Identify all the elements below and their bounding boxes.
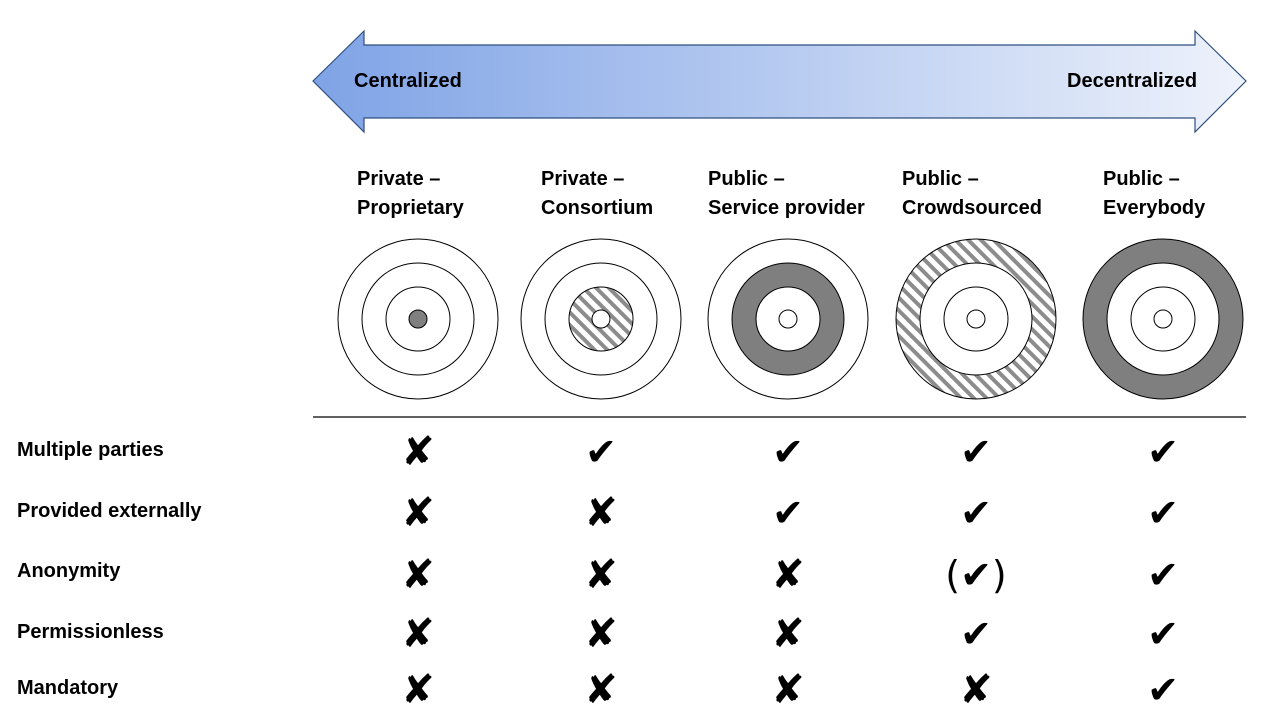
column-header-public-crowdsourced: Public – Crowdsourced — [902, 165, 1042, 223]
centralization-arrow — [312, 29, 1247, 134]
column-header-private-consortium: Private – Consortium — [541, 165, 653, 223]
target-ring-4 — [408, 309, 428, 329]
cross-mark-icon: ✘ — [584, 552, 618, 598]
check-mark-icon: ✔ — [1147, 668, 1179, 712]
column-header-line2: Crowdsourced — [902, 197, 1043, 219]
cross-mark-icon: ✘ — [401, 611, 435, 657]
check-mark-icon: ✔ — [585, 430, 617, 474]
check-mark-icon: ✔ — [1147, 430, 1179, 474]
check-mark-icon: (✔) — [945, 553, 1007, 597]
target-diagram-3 — [707, 238, 869, 400]
cross-mark-icon: ✘ — [584, 611, 618, 657]
arrow-label-decentralized: Decentralized — [1067, 70, 1198, 92]
column-header-line2: Proprietary — [357, 197, 464, 219]
target-diagram-1 — [337, 238, 499, 400]
column-header-line1: Private – — [541, 168, 625, 190]
cross-mark-icon: ✘ — [401, 490, 435, 536]
column-header-line1: Private – — [357, 168, 441, 190]
check-mark-icon: ✔ — [960, 612, 992, 656]
cross-mark-icon: ✘ — [771, 667, 805, 713]
column-header-line2: Service provider — [708, 197, 865, 219]
row-label-mandatory: Mandatory — [17, 677, 119, 699]
column-header-public-service-provider: Public – Service provider — [708, 165, 865, 223]
check-mark-icon: ✔ — [960, 430, 992, 474]
target-ring-4 — [1153, 309, 1173, 329]
check-mark-icon: ✔ — [1147, 491, 1179, 535]
row-label-permissionless: Permissionless — [17, 621, 164, 643]
column-header-public-everybody: Public – Everybody — [1103, 165, 1205, 223]
target-diagram-2 — [520, 238, 682, 400]
cross-mark-icon: ✘ — [584, 667, 618, 713]
cross-mark-icon: ✘ — [401, 552, 435, 598]
row-label-anonymity: Anonymity — [17, 560, 121, 582]
check-mark-icon: ✔ — [960, 491, 992, 535]
column-header-private-proprietary: Private – Proprietary — [357, 165, 464, 223]
cross-mark-icon: ✘ — [771, 552, 805, 598]
row-label-provided-externally: Provided externally — [17, 500, 202, 522]
check-mark-icon: ✔ — [1147, 612, 1179, 656]
cross-mark-icon: ✘ — [771, 611, 805, 657]
target-diagram-4 — [895, 238, 1057, 400]
check-mark-icon: ✔ — [1147, 553, 1179, 597]
arrow-label-centralized: Centralized — [354, 70, 462, 92]
column-header-line2: Consortium — [541, 197, 654, 219]
cross-mark-icon: ✘ — [959, 667, 993, 713]
target-diagram-5 — [1082, 238, 1244, 400]
target-ring-4 — [778, 309, 798, 329]
column-header-line2: Everybody — [1103, 197, 1206, 219]
cross-mark-icon: ✘ — [584, 490, 618, 536]
row-label-multiple-parties: Multiple parties — [17, 439, 164, 461]
check-mark-icon: ✔ — [772, 430, 804, 474]
cross-mark-icon: ✘ — [401, 667, 435, 713]
column-header-line1: Public – — [902, 168, 979, 190]
target-ring-4 — [591, 309, 611, 329]
cross-mark-icon: ✘ — [401, 429, 435, 475]
check-mark-icon: ✔ — [772, 491, 804, 535]
column-header-line1: Public – — [1103, 168, 1180, 190]
target-ring-4 — [966, 309, 986, 329]
column-header-line1: Public – — [708, 168, 785, 190]
